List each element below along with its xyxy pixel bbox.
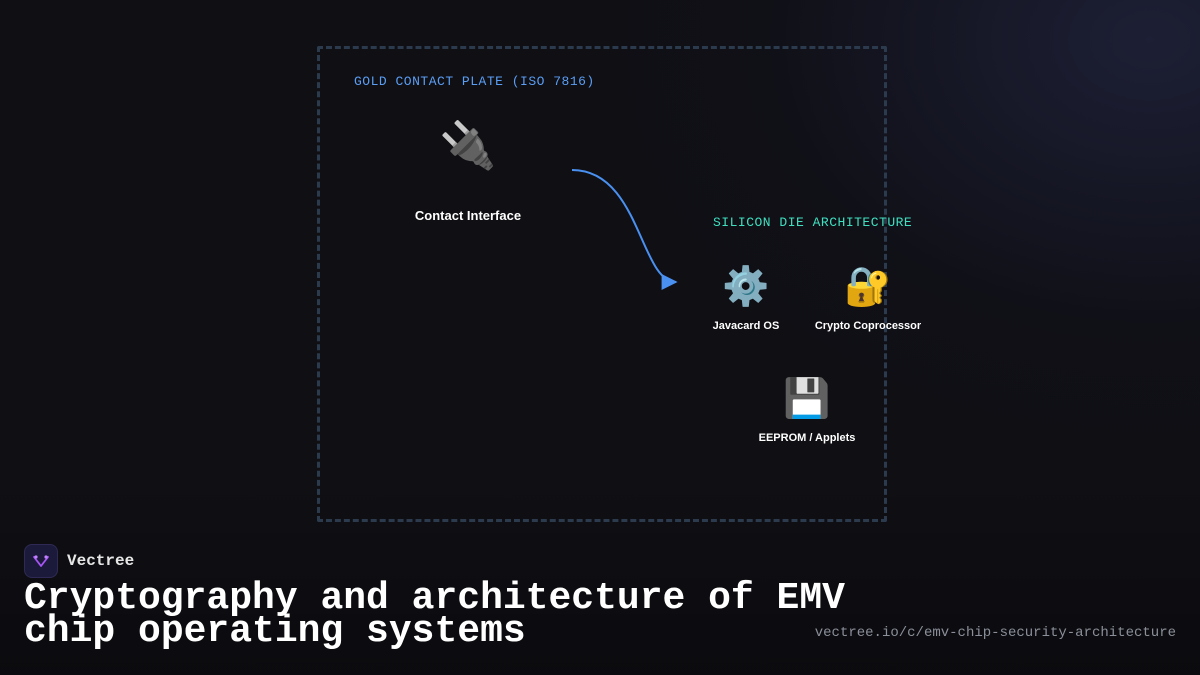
crypto-coprocessor-node: 🔐 Crypto Coprocessor xyxy=(808,268,928,332)
electric-plug-icon: 🔌 xyxy=(439,119,497,171)
contact-interface-node: 🔌 Contact Interface xyxy=(398,122,538,223)
page-title: Cryptography and architecture of EMV chi… xyxy=(24,577,845,653)
gold-contact-plate-label: GOLD CONTACT PLATE (ISO 7816) xyxy=(354,74,595,89)
eeprom-applets-node: 💾 EEPROM / Applets xyxy=(752,380,862,444)
locked-with-key-icon: 🔐 xyxy=(844,266,892,308)
source-url: vectree.io/c/emv-chip-security-architect… xyxy=(814,625,1176,641)
brand: Vectree xyxy=(24,544,134,578)
floppy-disk-icon: 💾 xyxy=(783,378,831,420)
vectree-logo-icon xyxy=(24,544,58,578)
javacard-os-label: Javacard OS xyxy=(712,320,780,332)
eeprom-applets-label: EEPROM / Applets xyxy=(758,432,856,444)
brand-name: Vectree xyxy=(67,552,135,570)
gold-contact-plate-boundary xyxy=(317,46,887,522)
contact-interface-label: Contact Interface xyxy=(414,208,522,223)
gear-icon: ⚙️ xyxy=(722,266,770,308)
crypto-coprocessor-label: Crypto Coprocessor xyxy=(814,320,922,332)
silicon-die-label: SILICON DIE ARCHITECTURE xyxy=(713,215,913,230)
javacard-os-node: ⚙️ Javacard OS xyxy=(696,268,796,332)
